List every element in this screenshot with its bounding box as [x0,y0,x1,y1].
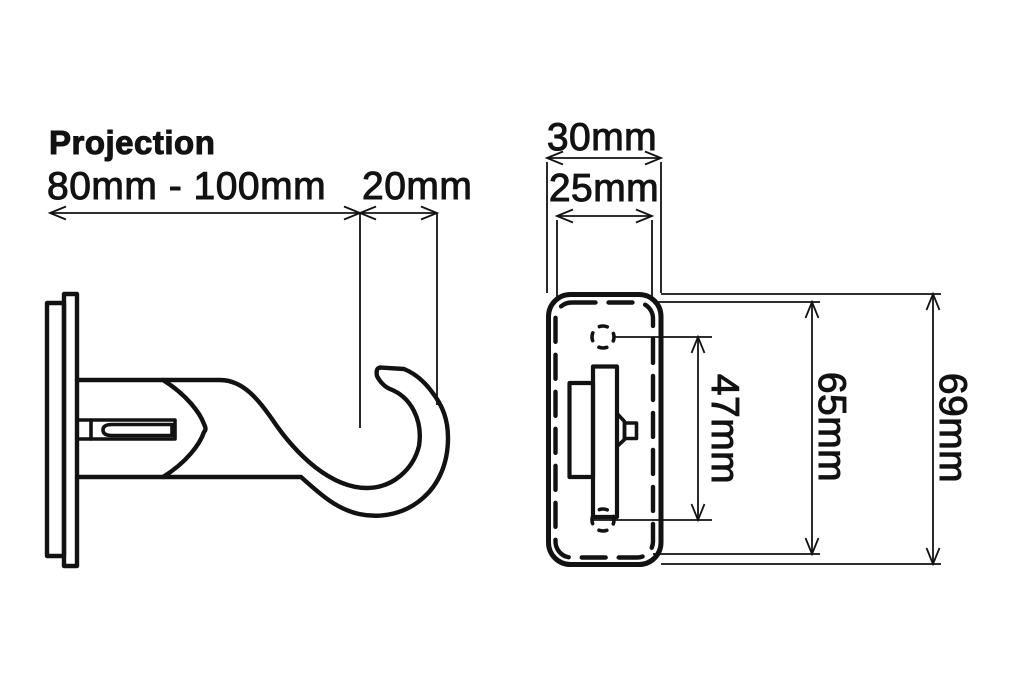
adjustment-slot [75,418,177,441]
bracket-arm-hook-outline [74,365,451,518]
screw-hole-top [590,324,616,350]
inner-height-label: 65mm [810,372,853,482]
slot-screw [101,422,174,438]
drawing-title: Projection [49,124,215,161]
outer-height-extension-lines [661,293,941,565]
outer-height-label: 69mm [931,373,974,483]
hole-spacing-arrowheads [690,334,706,523]
front-view-dimensions [544,150,941,567]
outer-width-extension-lines [546,162,662,293]
outer-width-arrowheads [544,150,664,166]
projection-range-label: 80mm - 100mm [47,165,326,208]
inner-width-label: 25mm [549,167,659,210]
inner-width-arrowheads [554,208,655,224]
hole-spacing-label: 47mm [703,374,746,484]
wall-plate-back [44,300,67,559]
outer-height-arrowheads [925,291,941,567]
side-view: Projection 80mm - 100mm 20mm [44,124,472,569]
wall-plate-front [61,291,80,569]
arm-front [590,364,620,520]
plate-outline [546,292,664,567]
hook-depth-label: 20mm [362,165,472,208]
wall-plate-side [44,291,80,569]
outer-width-label: 30mm [547,116,657,159]
inner-height-arrowheads [804,299,820,557]
plate-hidden-edge [553,300,656,560]
knob-tip [622,421,639,441]
arm-base-front [567,380,596,480]
slot-outline [75,418,177,441]
chevron-detail [160,377,208,480]
inner-width-extension-lines [556,220,653,301]
inner-height-extension-lines [653,301,820,555]
hole-spacing-extension-lines [592,336,712,521]
side-view-dimensions [47,205,440,428]
arrowhead-left [47,205,67,221]
front-view: 30mm 25mm 47mm 65mm 69mm [544,116,975,567]
